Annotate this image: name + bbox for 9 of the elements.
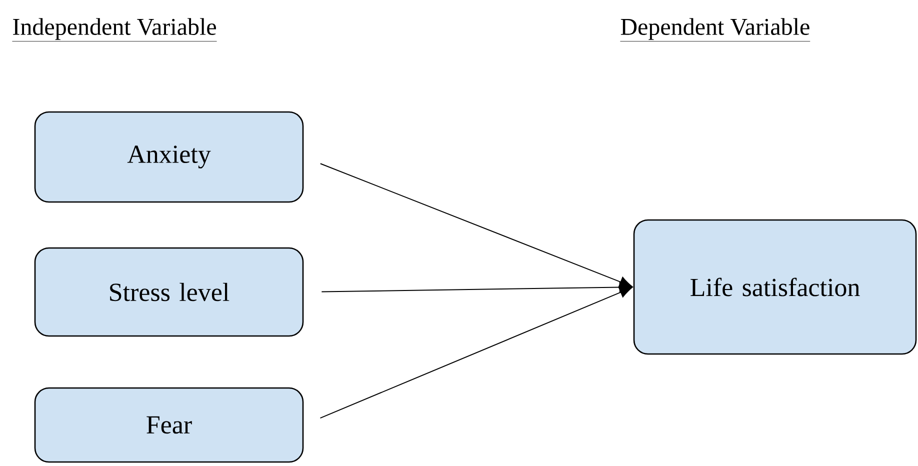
arrow [320,163,632,288]
variable-box: Anxiety [34,111,304,203]
arrow [320,287,632,419]
heading: Dependent Variable [620,18,810,42]
variable-box: Stress level [34,247,304,337]
variable-box: Life satisfaction [633,219,917,355]
arrow [321,282,632,293]
variable-box: Fear [34,387,304,463]
heading: Independent Variable [12,18,217,42]
